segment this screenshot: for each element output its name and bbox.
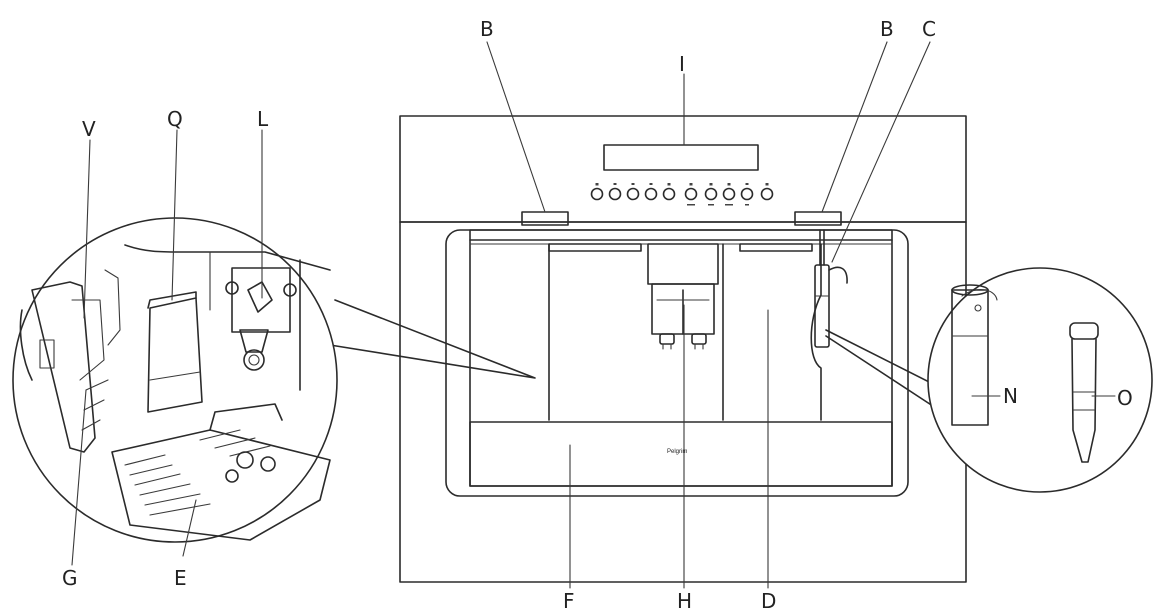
callout-pointer-left	[329, 299, 536, 379]
part-labels: B I B C Q L V G E F H D N O	[62, 17, 1133, 613]
detail-circle-outline	[12, 217, 338, 543]
control-button[interactable]	[626, 187, 640, 201]
label-q: Q	[167, 107, 183, 131]
control-buttons	[590, 183, 774, 206]
leader-lines	[71, 41, 1116, 589]
label-f: F	[563, 589, 575, 613]
control-button[interactable]	[662, 187, 676, 201]
hinge-right	[794, 211, 842, 226]
label-l: L	[257, 107, 269, 131]
control-button[interactable]	[722, 187, 736, 201]
detail-circle-left	[12, 217, 536, 543]
label-i: I	[679, 52, 685, 76]
label-v: V	[82, 117, 96, 141]
control-button[interactable]	[684, 187, 698, 201]
label-e: E	[174, 566, 187, 590]
label-b-left: B	[480, 17, 494, 41]
detail-circle-outline	[927, 267, 1153, 493]
brand-text: Pelgrim	[667, 449, 687, 455]
label-d: D	[761, 589, 776, 613]
label-b-right: B	[880, 17, 894, 41]
button-symbols	[595, 183, 769, 206]
label-n: N	[1003, 384, 1018, 408]
callout-pointer-right	[825, 329, 946, 413]
control-button[interactable]	[740, 187, 754, 201]
label-g: G	[62, 566, 78, 590]
frother-pipe	[951, 284, 998, 426]
machine-front: Pelgrim	[399, 115, 967, 583]
machine-body	[399, 221, 967, 583]
drip-tray	[469, 421, 893, 487]
frother-nozzle	[1069, 322, 1099, 463]
inner-frame	[445, 229, 909, 497]
label-c: C	[922, 17, 936, 41]
control-button[interactable]	[590, 187, 604, 201]
control-button[interactable]	[644, 187, 658, 201]
steam-pipe	[814, 229, 848, 348]
detail-circle-right	[825, 267, 1153, 493]
detail-interior	[19, 244, 331, 541]
control-button[interactable]	[760, 187, 774, 201]
control-button[interactable]	[608, 187, 622, 201]
label-o: O	[1117, 386, 1133, 410]
label-h: H	[677, 589, 692, 613]
hinge-left	[521, 211, 569, 226]
control-panel	[399, 115, 967, 223]
control-button[interactable]	[704, 187, 718, 201]
brew-unit	[647, 243, 719, 350]
display-screen	[603, 144, 759, 171]
